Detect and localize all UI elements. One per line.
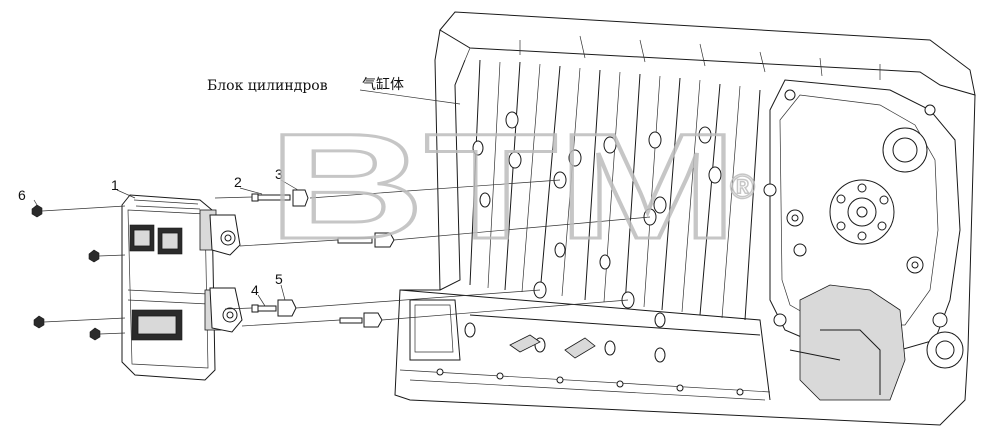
- watermark-text: BTM: [268, 102, 738, 270]
- ecu-module: [121, 194, 222, 381]
- spacer-lower-2: [339, 312, 383, 328]
- callout-6: 6: [18, 187, 26, 203]
- assembly-lines: [33, 89, 651, 335]
- callout-4: 4: [251, 282, 259, 298]
- bolt-2: [251, 193, 291, 202]
- cylinder-block: [394, 11, 976, 426]
- fastener-nut-lower-left: [33, 315, 45, 329]
- spacer-upper-2: [337, 232, 395, 248]
- watermark-registered-mark: ®: [730, 168, 755, 206]
- callout-3: 3: [275, 166, 283, 182]
- label-cylinder-block-cn: 气缸体: [362, 76, 404, 93]
- mounting-bracket-lower: [209, 287, 243, 333]
- callout-1: 1: [111, 177, 119, 193]
- spacer-5: [277, 299, 297, 317]
- label-cylinder-block-ru: Блок цилиндров: [207, 78, 328, 94]
- fastener-nut-lower-mid: [89, 327, 101, 341]
- watermark-btm-logo: BTM ®: [267, 101, 756, 272]
- fastener-nut-6-top: [31, 204, 43, 218]
- callout-5: 5: [275, 271, 283, 287]
- spacer-3: [292, 189, 309, 207]
- mounting-bracket-upper: [209, 214, 241, 256]
- bolt-4: [251, 304, 277, 313]
- fastener-nut-upper-mid: [88, 249, 100, 263]
- callout-2: 2: [234, 174, 242, 190]
